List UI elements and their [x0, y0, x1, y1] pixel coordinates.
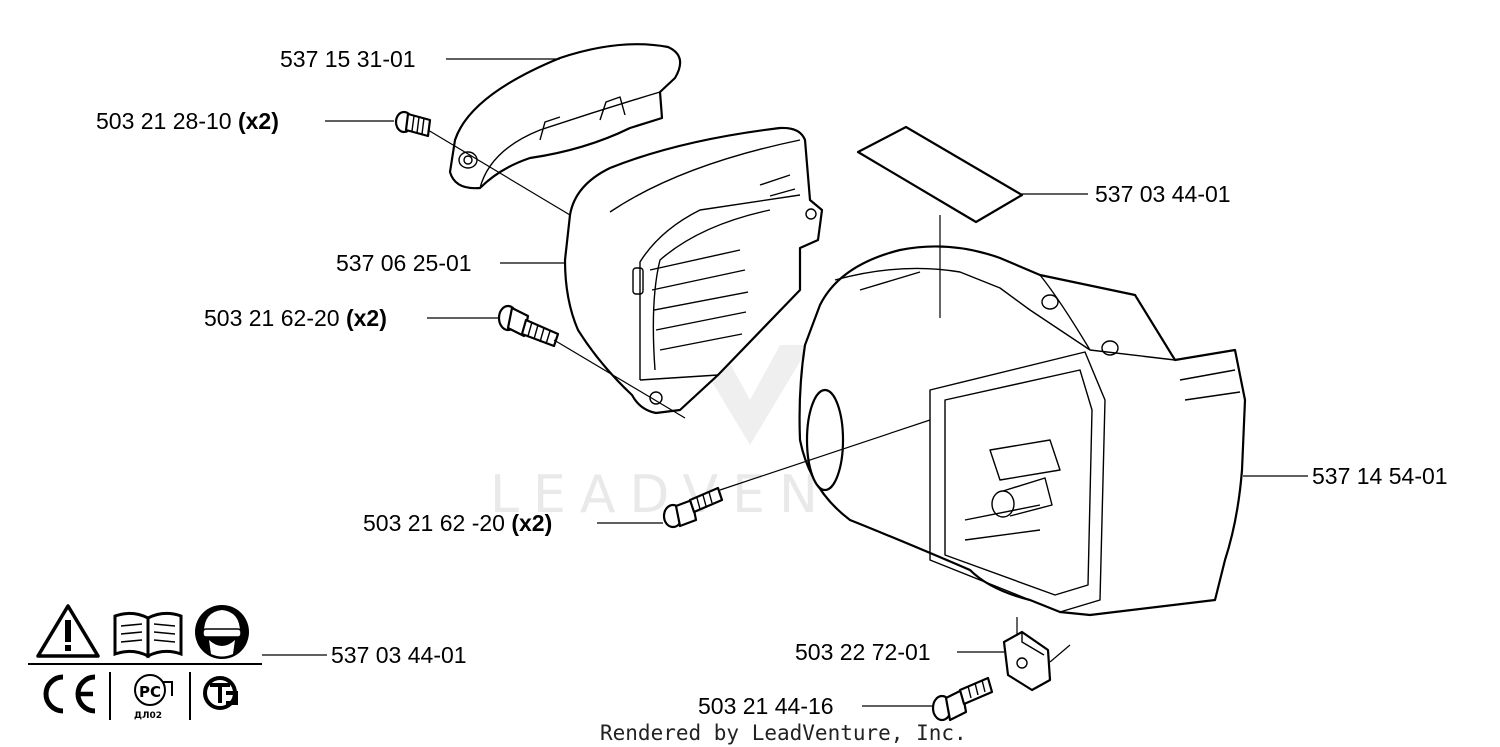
clip-nut-part: [1002, 630, 1052, 692]
callout-screw-d: 503 21 44-16: [698, 693, 834, 719]
svg-text:РС: РС: [139, 683, 161, 701]
callout-clip-nut: 503 22 72-01: [795, 639, 931, 665]
footer-credit: Rendered by LeadVenture, Inc.: [600, 721, 967, 745]
ce-mark-icon: [43, 674, 96, 714]
warning-label-symbols: РС ДЛ02: [28, 604, 262, 721]
callout-cover-housing: 537 06 25-01: [336, 250, 472, 276]
screw-b-part: [497, 304, 560, 348]
callout-warning-label: 537 03 44-01: [331, 642, 467, 668]
callout-labels: 537 15 31-01 503 21 28-10 (x2) 537 03 44…: [96, 46, 1448, 719]
callout-top-cover: 537 15 31-01: [280, 46, 416, 72]
callout-sticker: 537 03 44-01: [1095, 181, 1231, 207]
callout-screw-b: 503 21 62-20 (x2): [204, 305, 387, 331]
svg-text:ДЛ02: ДЛ02: [134, 711, 162, 721]
leader-lines: [262, 58, 1308, 707]
sticker-part: [856, 125, 1024, 224]
cover-housing-part: [563, 126, 824, 415]
warning-triangle-icon: [36, 604, 100, 658]
top-cover-part: [448, 43, 682, 190]
screw-c-part: [662, 486, 724, 529]
screw-a-part: [394, 110, 432, 138]
protective-gear-icon: [195, 605, 249, 659]
callout-main-housing: 537 14 54-01: [1312, 463, 1448, 489]
main-housing-part: [798, 245, 1247, 617]
eac-mark-icon: [203, 676, 238, 710]
screw-d-part: [931, 676, 994, 722]
manual-book-icon: [113, 611, 183, 659]
gost-mark-icon: РС ДЛ02: [134, 674, 173, 721]
callout-screw-c: 503 21 62 -20 (x2): [363, 510, 552, 536]
callout-screw-a: 503 21 28-10 (x2): [96, 108, 279, 134]
